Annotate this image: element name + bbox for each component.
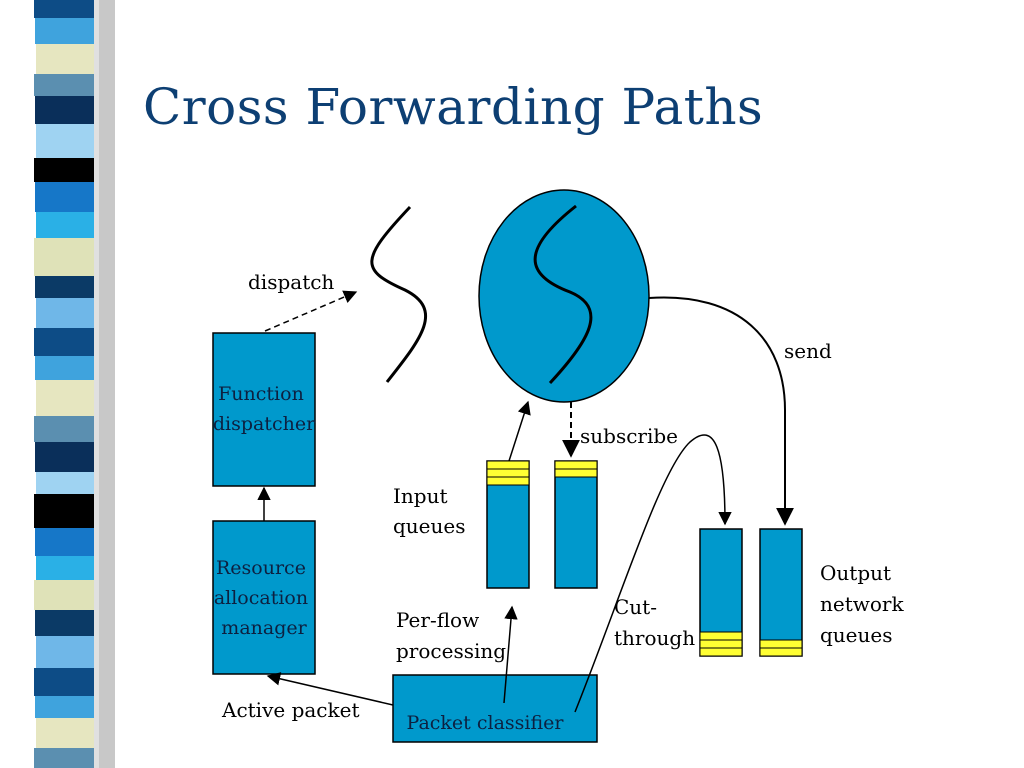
strip-band: [34, 668, 94, 696]
function-dispatcher-label-2: dispatcher: [213, 413, 316, 435]
function-dispatcher-label-1: Function: [218, 383, 304, 405]
slide-title: Cross Forwarding Paths: [143, 78, 764, 136]
resource-manager-label-3: manager: [221, 617, 307, 639]
strip-band: [36, 44, 94, 74]
output-queue-2: [759, 528, 803, 657]
active-packet-label: Active packet: [221, 698, 360, 722]
strip-band: [34, 74, 94, 96]
strip-band: [35, 356, 94, 380]
packet-classifier-label: Packet classifier: [407, 712, 565, 734]
svg-text:Resource allocation: Resource allocation manager: [214, 557, 314, 639]
resource-manager-label-2: allocation: [214, 587, 308, 609]
strip-band: [34, 580, 94, 610]
processing-node-circle: [478, 189, 650, 403]
subscribe-label: subscribe: [580, 424, 678, 448]
input-queue-1: [486, 460, 530, 589]
active-packet-arrow: [266, 672, 394, 706]
cut-through-label-2: through: [614, 626, 695, 650]
output-queue-1: [699, 528, 743, 657]
per-flow-label-1: Per-flow: [396, 608, 479, 632]
strip-band: [36, 124, 94, 158]
input-queue-2: [554, 460, 598, 589]
strip-band: [36, 212, 94, 238]
strip-band: [34, 494, 94, 528]
strip-band: [35, 276, 94, 298]
send-label: send: [784, 339, 832, 363]
output-queues-label-1: Output: [820, 561, 891, 585]
strip-band: [34, 0, 94, 18]
send-arrow: [648, 296, 794, 526]
strip-band: [36, 556, 94, 580]
per-flow-arrow: [503, 605, 518, 704]
svg-text:Per-flow processing: Per-flow processing: [396, 608, 506, 663]
strip-band: [34, 748, 94, 768]
strip-band: [34, 238, 94, 276]
decorative-side-strip: [0, 0, 120, 768]
function-dispatcher-box: Function dispatcher: [212, 332, 316, 487]
s-curve-left: [370, 205, 427, 383]
input-queues-label-2: queues: [393, 514, 466, 538]
strip-band: [36, 718, 94, 748]
strip-band: [35, 610, 94, 636]
resource-manager-label-1: Resource: [216, 557, 306, 579]
svg-text:Input queues: Input queues: [393, 484, 466, 538]
strip-band: [34, 416, 94, 442]
strip-band: [35, 528, 94, 556]
dispatch-arrow: [264, 290, 358, 332]
dispatch-label: dispatch: [248, 270, 334, 294]
strip-band: [35, 442, 94, 472]
svg-text:Function dispatcher: Function dispatcher: [213, 383, 316, 435]
input-queues-label-1: Input: [393, 484, 448, 508]
strip-band: [35, 96, 94, 124]
strip-band: [36, 636, 94, 668]
cut-through-label-1: Cut-: [614, 595, 657, 619]
output-queues-label-2: network: [820, 592, 904, 616]
packet-classifier-box: Packet classifier: [392, 674, 598, 743]
cut-through-arrow: [574, 434, 732, 713]
strip-band: [34, 328, 94, 356]
svg-text:Output network queues: Output network queues: [820, 561, 910, 647]
strip-band: [36, 380, 94, 416]
output-queues-label-3: queues: [820, 623, 893, 647]
resource-allocation-manager-box: Resource allocation manager: [212, 520, 316, 675]
strip-band: [36, 472, 94, 494]
svg-text:Cut- through: Cut- through: [614, 595, 695, 650]
strip-band: [35, 18, 94, 44]
strip-band: [35, 696, 94, 718]
strip-band: [36, 298, 94, 328]
queue-to-node-arrow: [508, 400, 531, 462]
strip-band: [35, 182, 94, 212]
per-flow-label-2: processing: [396, 639, 506, 663]
strip-band: [34, 158, 94, 182]
